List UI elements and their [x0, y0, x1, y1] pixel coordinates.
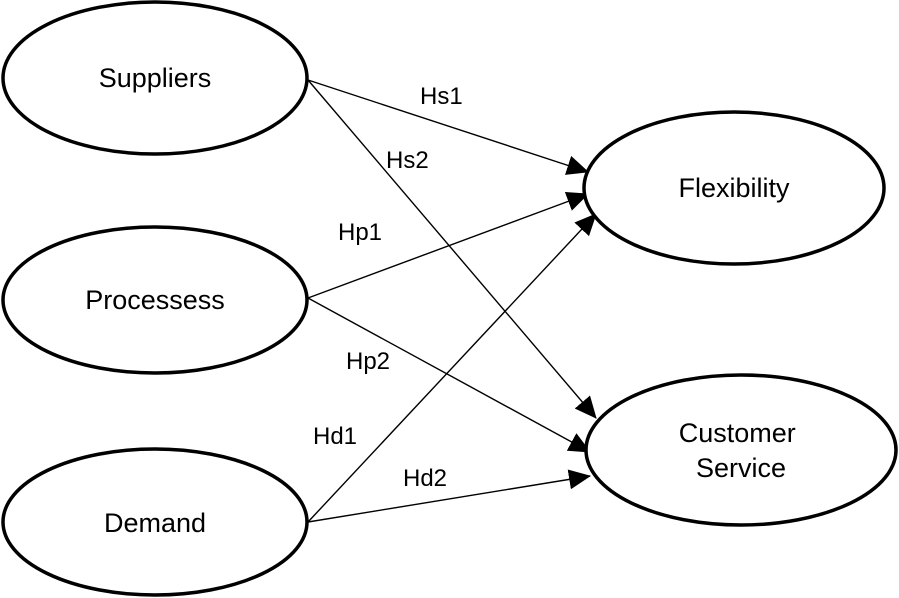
edge-hd2-arrow — [307, 469, 591, 523]
edges — [307, 79, 597, 523]
edge-hs2-arrow — [307, 79, 597, 419]
node-suppliers-label: Suppliers — [99, 63, 212, 93]
edge-label-hs2: Hs2 — [386, 147, 429, 174]
edge-hp1-arrow — [307, 191, 589, 299]
edge-hs1-arrow — [307, 79, 589, 175]
edge-labels: Hs1 Hs2 Hp1 Hp2 Hd1 Hd2 — [313, 83, 463, 492]
edge-label-hd1: Hd1 — [313, 423, 357, 450]
node-demand-ellipse — [1, 447, 309, 597]
node-suppliers-ellipse — [1, 0, 309, 156]
edge-label-hp1: Hp1 — [338, 219, 382, 246]
edge-label-hd2: Hd2 — [403, 465, 447, 492]
edge-hp2-arrow — [307, 297, 591, 453]
edge-hd1-arrow — [307, 213, 597, 523]
edge-label-hp2: Hp2 — [346, 348, 390, 375]
node-suppliers: Suppliers — [1, 0, 309, 156]
node-flexibility-ellipse — [582, 110, 886, 266]
node-flexibility: Flexibility — [582, 110, 886, 266]
node-demand-label: Demand — [104, 508, 206, 538]
node-demand: Demand — [1, 447, 309, 597]
node-processes: Processess — [1, 225, 309, 375]
edge-label-hs1: Hs1 — [420, 83, 463, 110]
node-flexibility-label: Flexibility — [678, 173, 790, 203]
node-processes-label: Processess — [85, 285, 225, 315]
node-customer-service-label-line-1: Customer — [679, 418, 796, 448]
node-customer-service: Customer Service — [584, 373, 898, 527]
node-customer-service-label-line-2: Service — [696, 453, 786, 483]
node-customer-service-label: Customer Service — [679, 418, 804, 483]
node-customer-service-ellipse — [584, 373, 898, 527]
node-processes-ellipse — [1, 225, 309, 375]
